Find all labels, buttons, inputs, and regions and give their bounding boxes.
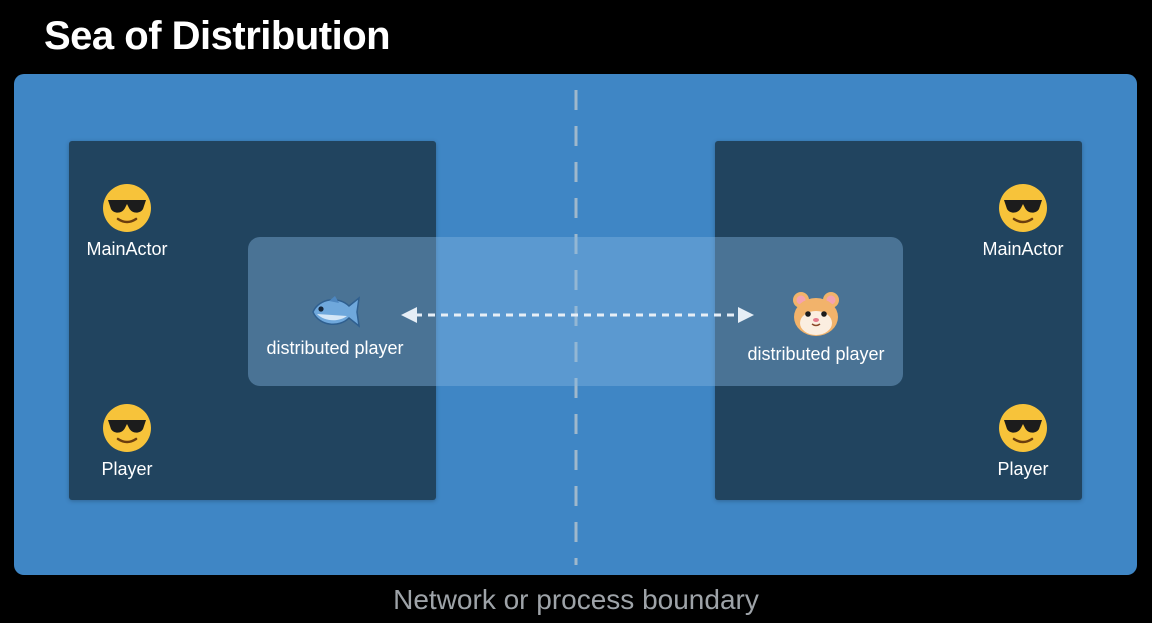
left-main-actor: MainActor	[74, 183, 180, 260]
arrowhead-left-icon	[401, 307, 417, 323]
slide-title: Sea of Distribution	[44, 14, 391, 58]
arrowhead-right-icon	[738, 307, 754, 323]
left-player: Player	[74, 403, 180, 480]
left-distributed-player: distributed player	[255, 292, 415, 359]
fish-icon	[312, 296, 361, 328]
right-main-actor-label: MainActor	[982, 239, 1064, 259]
sunglasses-face-icon	[999, 404, 1047, 452]
sunglasses-face-icon	[999, 184, 1047, 232]
right-distributed-player: distributed player	[736, 290, 896, 365]
sunglasses-face-icon	[103, 184, 151, 232]
sunglasses-face-icon	[103, 404, 151, 452]
boundary-caption: Network or process boundary	[393, 584, 759, 615]
right-main-actor: MainActor	[970, 183, 1076, 260]
hamster-icon	[793, 292, 839, 336]
right-player-label: Player	[997, 459, 1049, 479]
left-main-actor-label: MainActor	[86, 239, 168, 259]
right-player: Player	[970, 403, 1076, 480]
right-distributed-label: distributed player	[747, 344, 885, 364]
left-player-label: Player	[101, 459, 153, 479]
left-distributed-label: distributed player	[266, 338, 404, 358]
bidirectional-arrow	[401, 307, 754, 323]
network-boundary-line	[574, 90, 578, 565]
